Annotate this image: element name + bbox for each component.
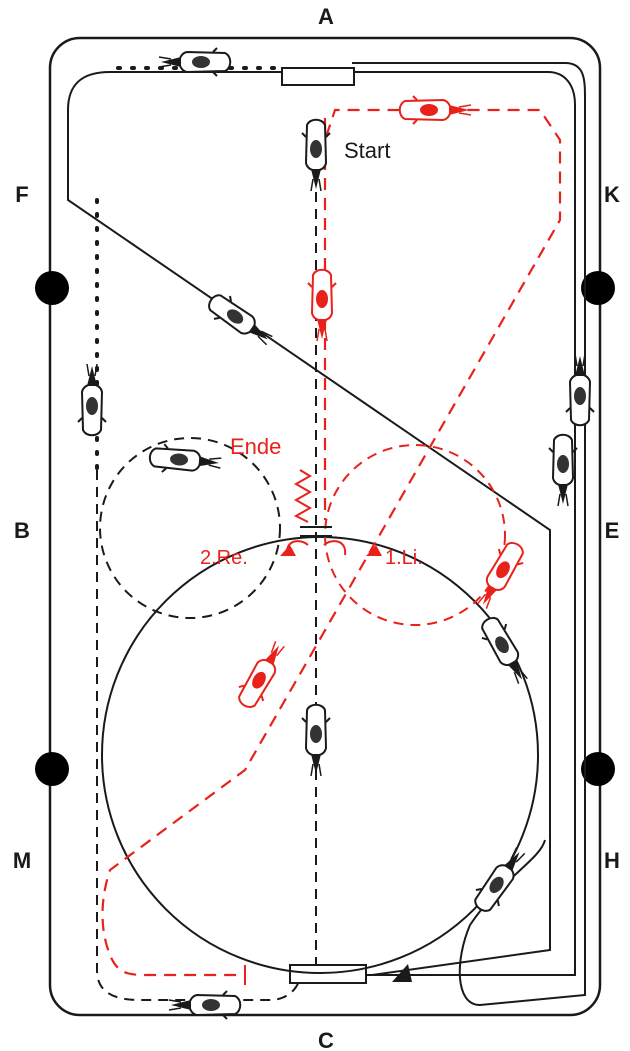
letter-a: A (318, 4, 334, 29)
marker-dot-right-top (581, 271, 615, 305)
label-start: Start (344, 138, 390, 163)
horse-icon-red (231, 635, 294, 714)
track-dashed-left (96, 470, 301, 1001)
horse-icon-red (398, 95, 472, 125)
letter-m: M (13, 848, 31, 873)
label-ende: Ende (230, 434, 281, 459)
horse-icon (467, 841, 534, 918)
letter-e: E (605, 518, 620, 543)
horse-icon (77, 363, 107, 437)
horse-icon (548, 433, 578, 507)
letter-b: B (14, 518, 30, 543)
letter-h: H (604, 848, 620, 873)
marker-dot-left-top (35, 271, 69, 305)
letter-f: F (15, 182, 28, 207)
small-volte-left (99, 437, 281, 619)
horse-icon (474, 611, 537, 690)
track-outer-right-route (352, 71, 576, 976)
arena-fence (48, 36, 602, 1017)
direction-arrow (392, 964, 412, 982)
turn-arrow-right (323, 540, 347, 556)
turn-arrowhead-right (366, 545, 382, 556)
marker-dot-left-bottom (35, 752, 69, 786)
halt-zigzag (293, 469, 313, 523)
turn-arrowhead-left (280, 545, 296, 556)
horse-icon-red (307, 268, 337, 342)
horse-icon (301, 703, 331, 777)
label-right-volte: 2.Re. (200, 547, 248, 569)
marker-bar-a (281, 67, 355, 86)
horse-icon (565, 353, 595, 427)
horse-icon-red (468, 536, 531, 615)
label-left-volte: 1.Li. (385, 547, 423, 569)
marker-dot-right-bottom (581, 752, 615, 786)
letter-c: C (318, 1028, 334, 1051)
horse-icon (147, 441, 224, 479)
track-diagonal-route (67, 71, 551, 976)
marker-bar-c (289, 964, 367, 984)
track-serpentine-route (352, 62, 586, 1007)
letter-k: K (604, 182, 620, 207)
small-volte-right (324, 444, 506, 626)
red-route (101, 108, 562, 977)
horse-icon (202, 287, 279, 354)
